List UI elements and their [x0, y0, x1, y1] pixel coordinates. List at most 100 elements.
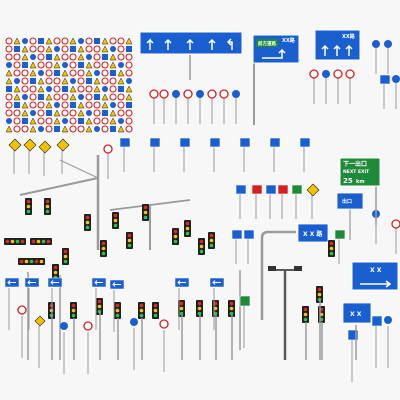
no-entry-icon	[61, 109, 69, 117]
triangle-warning-icon	[34, 315, 46, 327]
no-entry-icon	[117, 109, 125, 117]
green-direction-sign: 前方道路	[258, 40, 276, 47]
no-entry-icon	[69, 61, 77, 69]
triangle-warning-icon	[61, 69, 69, 77]
no-entry-icon	[207, 89, 217, 99]
triangle-warning-icon	[109, 117, 117, 125]
exit-sign: 下一出口 NEXT EXIT 25 km	[339, 157, 381, 225]
arrow-up-icon	[345, 44, 353, 56]
info-sign-icon	[371, 315, 383, 327]
mandatory-sign-icon	[62, 118, 68, 124]
svg-text:X X: X X	[350, 311, 362, 318]
svg-text:NEXT EXIT: NEXT EXIT	[343, 169, 370, 175]
no-entry-icon	[93, 61, 101, 69]
no-entry-icon	[125, 109, 133, 117]
signal-arm-left	[19, 155, 100, 250]
traffic-light-icon	[84, 214, 91, 231]
no-entry-icon	[53, 77, 61, 85]
no-entry-icon	[45, 69, 53, 77]
triangle-warning-icon	[61, 125, 69, 133]
info-sign-icon	[347, 329, 359, 341]
traffic-light-icon	[70, 302, 77, 319]
svg-text:下一出口: 下一出口	[343, 160, 367, 168]
triangle-warning-icon	[93, 77, 101, 85]
no-entry-icon	[117, 53, 125, 61]
triangle-warning-icon	[13, 37, 21, 45]
traffic-light-icon	[196, 300, 203, 317]
no-entry-icon	[69, 69, 77, 77]
no-entry-icon	[159, 319, 169, 329]
mandatory-sign-icon	[94, 126, 100, 132]
traffic-light-icon	[62, 248, 69, 265]
parking-p-icon	[102, 54, 108, 60]
traffic-light-icon	[212, 300, 219, 317]
triangle-warning-icon	[101, 93, 109, 101]
no-entry-icon	[21, 77, 29, 85]
blue-road-name-sign: X X 路	[260, 223, 329, 320]
triangle-warning-icon	[77, 53, 85, 61]
info-sign-icon	[231, 229, 243, 240]
mandatory-sign-icon	[232, 90, 240, 98]
no-entry-icon	[345, 69, 355, 79]
triangle-warning-icon	[37, 85, 45, 93]
parking-p-icon	[14, 46, 20, 52]
mandatory-sign-icon	[110, 102, 116, 108]
mandatory-sign-icon	[392, 75, 400, 83]
no-entry-icon	[61, 53, 69, 61]
triangle-warning-icon	[45, 101, 53, 109]
info-sign-icon	[235, 184, 247, 195]
info-sign-icon	[239, 295, 251, 307]
no-entry-icon	[45, 117, 53, 125]
mandatory-sign-icon	[6, 62, 12, 68]
mandatory-sign-icon	[102, 86, 108, 92]
mandatory-sign-icon	[78, 94, 84, 100]
traffic-light-icon	[4, 238, 26, 245]
mandatory-sign-icon	[118, 62, 124, 68]
no-entry-icon	[183, 89, 193, 99]
triangle-warning-icon	[85, 125, 93, 133]
no-entry-icon	[101, 77, 109, 85]
svg-text:X X: X X	[370, 267, 382, 274]
traffic-light-icon	[30, 238, 52, 245]
info-sign-icon	[251, 184, 263, 195]
no-entry-icon	[69, 109, 77, 117]
triangle-warning-icon	[37, 77, 45, 85]
triangle-warning-icon	[13, 85, 21, 93]
no-entry-icon	[29, 93, 37, 101]
triangle-warning-icon	[125, 85, 133, 93]
mandatory-sign-icon	[86, 110, 92, 116]
no-entry-icon	[77, 85, 85, 93]
triangle-warning-icon	[77, 45, 85, 53]
no-entry-icon	[85, 93, 93, 101]
triangle-warning-icon	[85, 69, 93, 77]
mandatory-sign-icon	[110, 46, 116, 52]
parking-p-icon	[22, 118, 28, 124]
bottom-blue-sign: X X	[342, 302, 372, 360]
no-entry-icon	[13, 69, 21, 77]
no-entry-icon	[21, 69, 29, 77]
parking-p-icon	[126, 102, 132, 108]
no-entry-icon	[53, 37, 61, 45]
info-sign-icon	[379, 74, 391, 85]
no-entry-icon	[5, 93, 13, 101]
no-entry-icon	[5, 101, 13, 109]
no-entry-icon	[85, 85, 93, 93]
mandatory-sign-icon	[78, 38, 84, 44]
parking-p-icon	[110, 126, 116, 132]
mandatory-sign-icon	[118, 118, 124, 124]
no-entry-icon	[125, 61, 133, 69]
no-entry-icon	[117, 45, 125, 53]
no-entry-icon	[149, 89, 159, 99]
traffic-light-icon	[100, 240, 107, 257]
parking-p-icon	[126, 46, 132, 52]
no-entry-icon	[309, 69, 319, 79]
triangle-warning-icon	[21, 45, 29, 53]
triangle-warning-icon	[53, 61, 61, 69]
traffic-light-icon	[142, 204, 149, 221]
no-entry-icon	[13, 61, 21, 69]
parking-p-icon	[14, 102, 20, 108]
no-entry-icon	[29, 85, 37, 93]
parking-p-icon	[110, 70, 116, 76]
no-entry-icon	[93, 45, 101, 53]
